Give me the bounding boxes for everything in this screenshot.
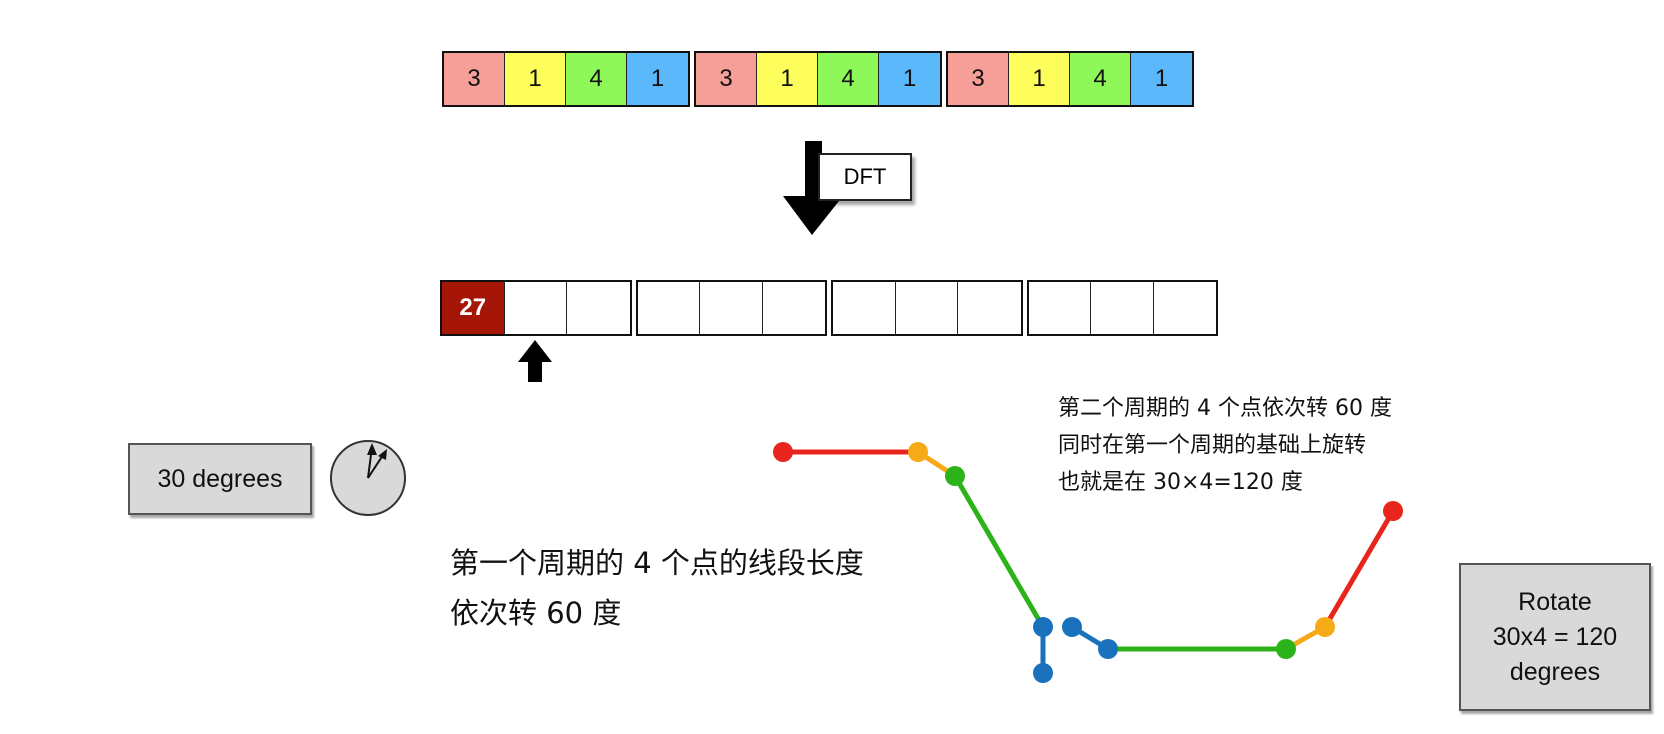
degrees-label-box: 30 degrees bbox=[128, 443, 312, 515]
period1-segments bbox=[773, 442, 1053, 683]
input-cell: 1 bbox=[757, 53, 818, 105]
point-red-1 bbox=[773, 442, 793, 462]
output-cell bbox=[638, 282, 700, 334]
output-cell bbox=[1154, 282, 1217, 334]
point-blue-2b bbox=[1098, 639, 1118, 659]
input-cell: 3 bbox=[444, 53, 505, 105]
point-green-2 bbox=[1276, 639, 1296, 659]
rotate-line-2: 30x4 = 120 bbox=[1492, 622, 1618, 651]
segment-green-1 bbox=[952, 474, 1046, 629]
output-group-4 bbox=[1026, 280, 1218, 336]
period2-note-line-2: 同时在第一个周期的基础上旋转 bbox=[1058, 433, 1367, 458]
output-cell bbox=[958, 282, 1021, 334]
output-sequence: 27 bbox=[440, 280, 1222, 336]
output-cell bbox=[763, 282, 826, 334]
input-cell: 1 bbox=[1131, 53, 1192, 105]
input-cell: 3 bbox=[696, 53, 757, 105]
input-cell: 1 bbox=[505, 53, 566, 105]
dft-down-arrow bbox=[783, 141, 843, 235]
output-group-2 bbox=[635, 280, 827, 336]
input-cell: 3 bbox=[948, 53, 1009, 105]
period1-note-line-2: 依次转 60 度 bbox=[450, 596, 622, 630]
dft-label: DFT bbox=[818, 153, 912, 201]
period2-note-line-1: 第二个周期的 4 个点依次转 60 度 bbox=[1058, 396, 1392, 421]
output-cell bbox=[700, 282, 763, 334]
input-cell: 1 bbox=[627, 53, 688, 105]
rotate-line-1: Rotate bbox=[1518, 587, 1592, 616]
point-orange-1 bbox=[908, 442, 928, 462]
input-cell: 4 bbox=[818, 53, 879, 105]
rotate-label-box: Rotate 30x4 = 120 degrees bbox=[1459, 563, 1651, 711]
period2-note-line-3: 也就是在 30×4=120 度 bbox=[1058, 470, 1303, 495]
output-group-1: 27 bbox=[440, 280, 632, 336]
input-cell: 4 bbox=[1070, 53, 1131, 105]
output-cell bbox=[567, 282, 630, 334]
point-blue-1a bbox=[1033, 617, 1053, 637]
period2-segments bbox=[1062, 501, 1403, 659]
output-cell bbox=[833, 282, 896, 334]
point-green-1 bbox=[945, 466, 965, 486]
period2-note: 第二个周期的 4 个点依次转 60 度 同时在第一个周期的基础上旋转 也就是在 … bbox=[1058, 390, 1392, 501]
point-blue-2a bbox=[1062, 617, 1082, 637]
point-blue-1b bbox=[1033, 663, 1053, 683]
output-dc-cell: 27 bbox=[442, 282, 505, 334]
clock-icon bbox=[330, 440, 406, 516]
input-cell: 1 bbox=[879, 53, 940, 105]
output-cell bbox=[896, 282, 958, 334]
input-cell: 4 bbox=[566, 53, 627, 105]
rotate-line-3: degrees bbox=[1509, 657, 1601, 686]
output-cell bbox=[1091, 282, 1154, 334]
index-up-arrow bbox=[518, 340, 552, 382]
output-cell bbox=[1029, 282, 1091, 334]
segment-red-2 bbox=[1322, 509, 1396, 629]
input-cell: 1 bbox=[1009, 53, 1070, 105]
period1-note-line-1: 第一个周期的 4 个点的线段长度 bbox=[450, 546, 864, 580]
output-group-3 bbox=[831, 280, 1023, 336]
point-orange-2 bbox=[1315, 617, 1335, 637]
output-cell bbox=[505, 282, 567, 334]
point-red-2 bbox=[1383, 501, 1403, 521]
period1-note: 第一个周期的 4 个点的线段长度 依次转 60 度 bbox=[450, 538, 864, 638]
